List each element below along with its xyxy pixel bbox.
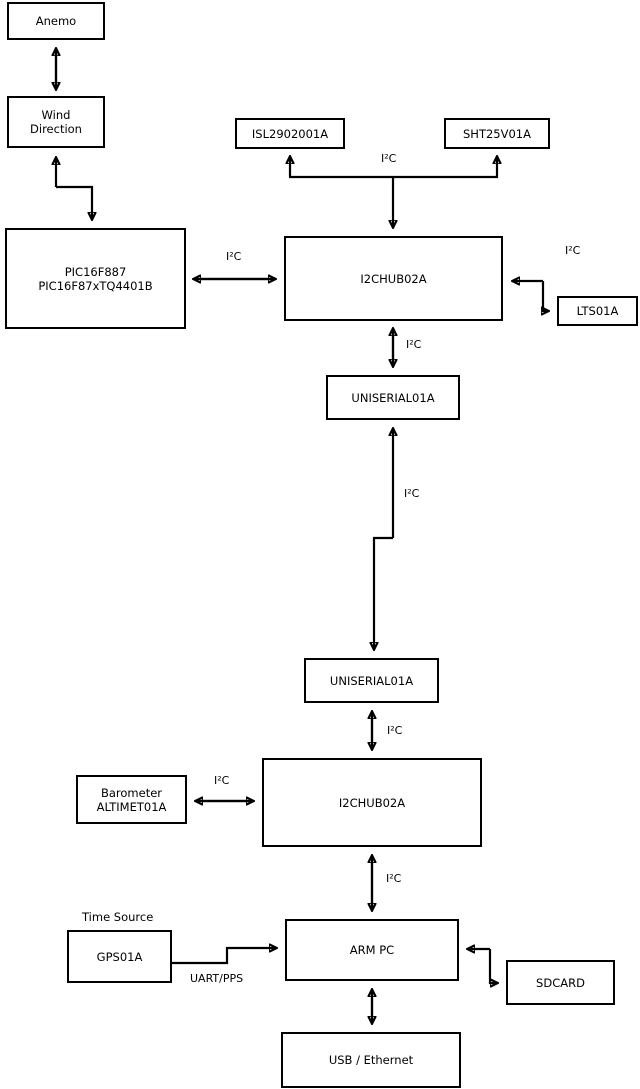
edge-label-hub-bottom-to-armpc: I²C [386,872,402,885]
edge-label-uniserial-to-hub-bottom: I²C [387,724,403,737]
wire-armpc-to-sdcard [488,949,497,983]
node-sdcard-label: SDCARD [536,975,585,990]
edge-label-pic-to-hub: I²C [226,250,242,263]
node-sht25v01a-label: SHT25V01A [463,126,531,141]
node-wind-direction[interactable]: Wind Direction [7,96,105,148]
node-usb-ethernet[interactable]: USB / Ethernet [281,1032,461,1088]
node-usb-ethernet-label: USB / Ethernet [328,1053,414,1067]
node-pic-mcu-label: PIC16F887 PIC16F87xTQ4401B [38,264,153,293]
edge-label-barometer-to-hub: I²C [214,774,230,787]
node-isl2902001a[interactable]: ISL2902001A [235,118,345,149]
node-uniserial01a-bottom[interactable]: UNISERIAL01A [304,658,439,703]
node-anemo[interactable]: Anemo [7,2,105,40]
node-uniserial01a-top[interactable]: UNISERIAL01A [326,375,460,420]
node-i2chub02a-top[interactable]: I2CHUB02A [284,236,503,321]
node-isl2902001a-label: ISL2902001A [251,126,329,141]
label-time-source: Time Source [82,910,154,924]
node-arm-pc[interactable]: ARM PC [285,919,459,981]
node-barometer[interactable]: Barometer ALTIMET01A [76,775,187,824]
wire-hub-to-lts [543,281,548,311]
node-uniserial01a-bottom-label: UNISERIAL01A [329,673,414,688]
node-i2chub02a-bottom[interactable]: I2CHUB02A [262,758,482,847]
node-barometer-label: Barometer ALTIMET01A [96,785,167,814]
wire-gps-to-armpc [172,948,276,965]
edge-label-hub-to-lts: I²C [565,244,581,257]
node-sht25v01a[interactable]: SHT25V01A [444,118,550,149]
node-gps01a-label: GPS01A [96,949,143,964]
edge-label-hub-to-uniserial: I²C [406,338,422,351]
node-uniserial01a-top-label: UNISERIAL01A [351,390,435,405]
node-arm-pc-label: ARM PC [349,943,395,957]
node-lts01a[interactable]: LTS01A [557,296,638,326]
node-gps01a[interactable]: GPS01A [67,930,172,983]
wire-pic-step [56,185,92,219]
node-anemo-label: Anemo [35,14,77,28]
node-sdcard[interactable]: SDCARD [506,960,615,1005]
node-wind-direction-label: Wind Direction [30,108,82,136]
node-i2chub02a-bottom-label: I2CHUB02A [338,795,406,810]
edge-label-sensor-bus: I²C [381,152,397,165]
node-pic-mcu[interactable]: PIC16F887 PIC16F87xTQ4401B [5,228,186,329]
edge-label-gps-to-armpc: UART/PPS [190,972,244,985]
node-lts01a-label: LTS01A [576,304,619,318]
wire-uniserial-link-down [374,536,393,649]
edge-label-uniserial-link: I²C [404,487,420,500]
node-i2chub02a-top-label: I2CHUB02A [360,271,427,286]
